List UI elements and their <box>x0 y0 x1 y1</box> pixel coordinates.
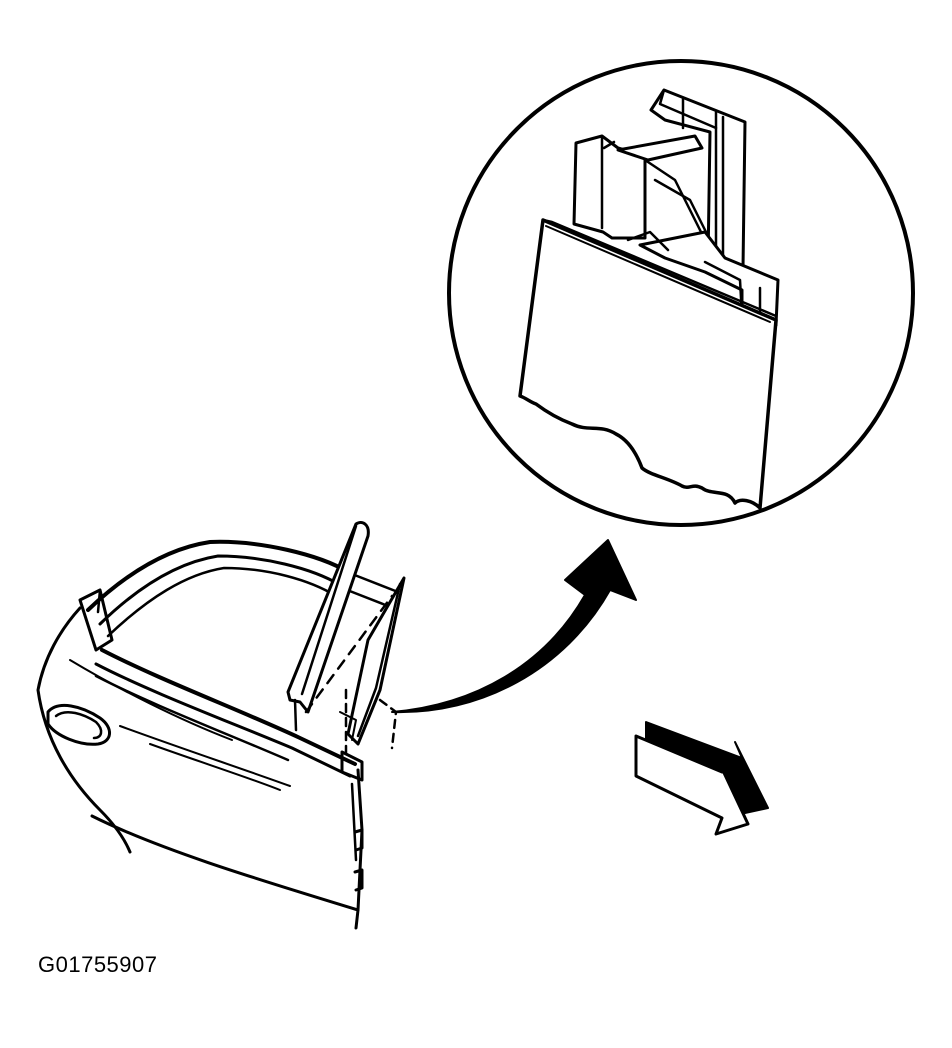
curved-arrow-icon <box>391 539 637 714</box>
belt-molding-strip <box>286 521 394 732</box>
detail-circle <box>447 59 915 527</box>
rear-door <box>36 539 400 930</box>
belt-molding <box>100 648 357 766</box>
window-frame <box>86 539 350 612</box>
door-handle <box>46 703 111 746</box>
window-panel <box>339 576 406 762</box>
detail-view <box>447 59 915 527</box>
figure-id-label: G01755907 <box>38 952 158 977</box>
retainer-clip <box>518 88 780 510</box>
direction-arrow-icon <box>634 721 769 836</box>
